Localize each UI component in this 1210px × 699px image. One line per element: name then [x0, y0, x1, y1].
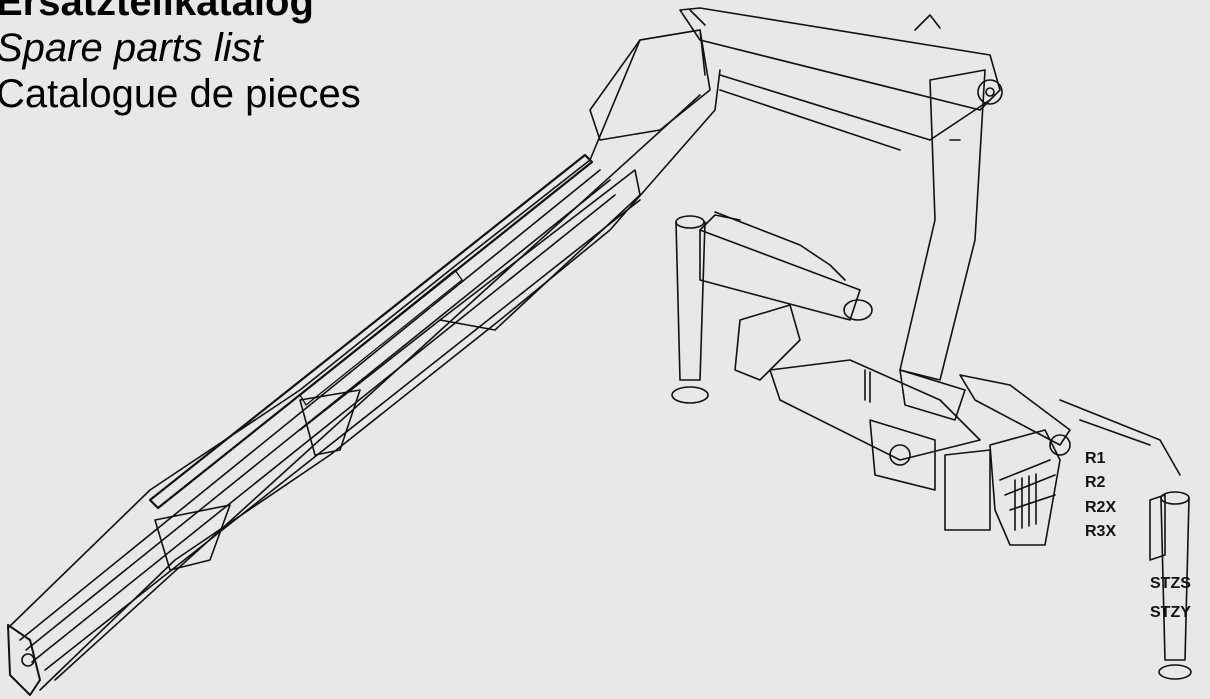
variant-code-stzy: STZY — [1150, 604, 1191, 621]
title-english: Spare parts list — [0, 26, 263, 70]
variant-code-r2: R2 — [1085, 474, 1106, 491]
variant-code-r3x: R3X — [1085, 523, 1117, 540]
telescopic-boom — [8, 10, 720, 695]
variant-code-stzs: STZS — [1150, 575, 1191, 592]
main-arm — [680, 8, 1002, 420]
left-stabilizer-leg — [672, 215, 740, 403]
catalog-title-block: Ersatzteilkatalog Spare parts list Catal… — [0, 0, 361, 120]
title-german: Ersatzteilkatalog — [0, 0, 314, 24]
variant-code-r2x: R2X — [1085, 499, 1117, 516]
crane-base-frame — [700, 212, 1070, 490]
variant-code-r1: R1 — [1085, 450, 1106, 467]
right-stabilizer-leg — [1150, 492, 1191, 679]
control-valve-block — [945, 400, 1180, 545]
title-french: Catalogue de pieces — [0, 72, 361, 116]
